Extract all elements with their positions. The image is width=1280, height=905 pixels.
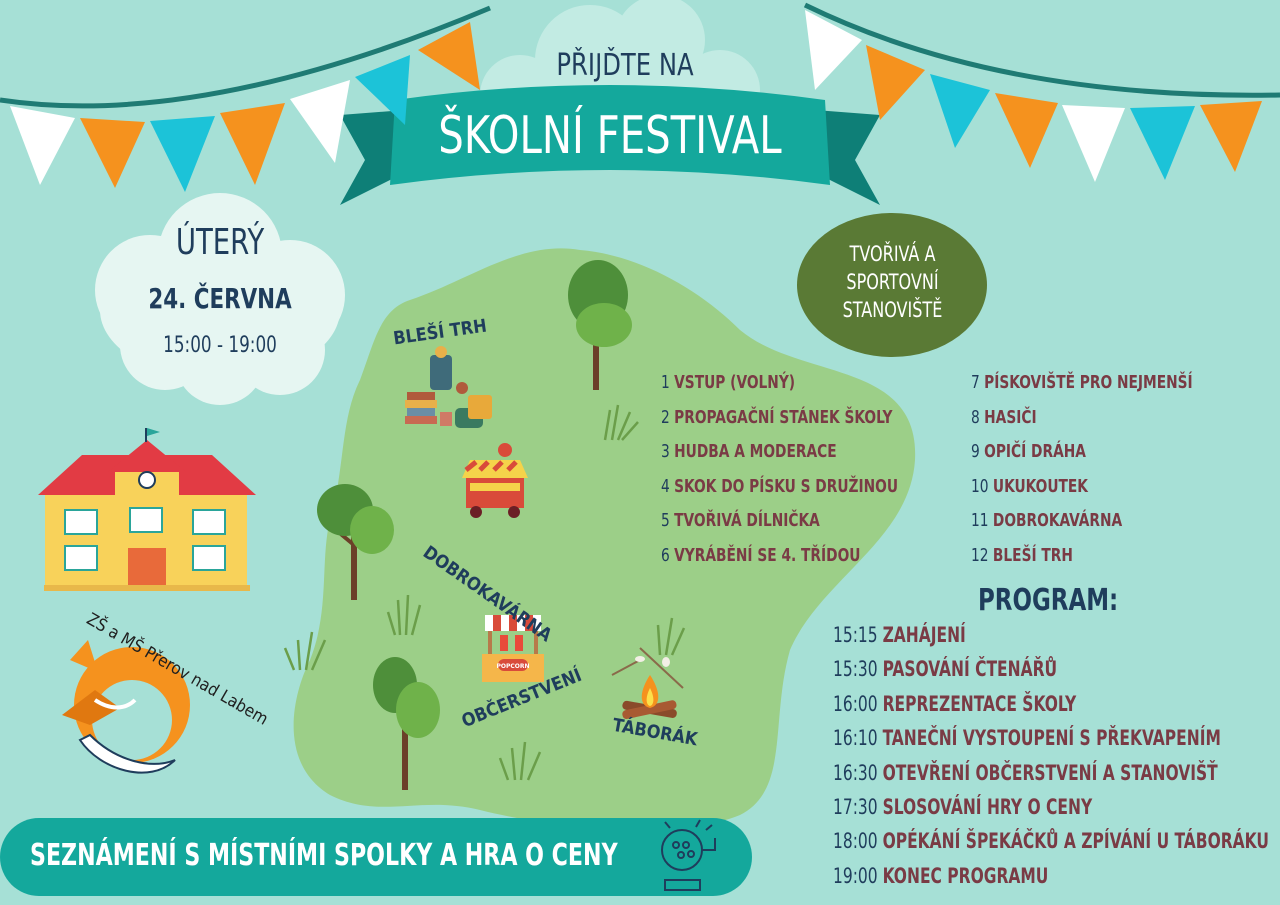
title-ribbon (340, 85, 880, 205)
tree-icon (317, 484, 394, 600)
program-time: 18:00 (833, 829, 878, 854)
program-row: 16:00 REPREZENTACE ŠKOLY (833, 687, 1269, 721)
station-label: DOBROKAVÁRNA (992, 510, 1123, 532)
station-label: PÍSKOVIŠTĚ PRO NEJMENŠÍ (984, 372, 1193, 393)
food-stand-icon (482, 615, 544, 682)
station-number: 3 (661, 441, 670, 463)
station-label: TVOŘIVÁ DÍLNIČKA (674, 510, 820, 532)
station-number: 6 (661, 544, 670, 566)
stations-list-left: 1 VSTUP (VOLNÝ) 2 PROPAGAČNÍ STÁNEK ŠKOL… (661, 366, 898, 574)
program-row: 18:00 OPÉKÁNÍ ŠPEKÁČKŮ A ZPÍVÁNÍ U TÁBOR… (833, 824, 1269, 858)
school-building-icon (38, 428, 256, 591)
program-time: 15:30 (833, 657, 878, 682)
station-number: 5 (661, 510, 670, 532)
bottom-banner (0, 818, 752, 896)
station-label: VYRÁBĚNÍ SE 4. TŘÍDOU (674, 544, 861, 566)
flea-market-icon (405, 346, 492, 428)
program-time: 15:15 (833, 623, 878, 647)
station-number: 7 (971, 372, 980, 393)
program-time: 16:00 (833, 691, 878, 716)
program-event: REPREZENTACE ŠKOLY (882, 691, 1077, 716)
station-number: 12 (971, 544, 989, 566)
station-label: HASIČI (984, 406, 1037, 428)
list-item: 2 PROPAGAČNÍ STÁNEK ŠKOLY (661, 401, 898, 436)
program-event: KONEC PROGRAMU (882, 863, 1049, 888)
grass-icon (283, 404, 686, 781)
program-time: 17:30 (833, 795, 878, 820)
station-number: 8 (971, 406, 980, 428)
program-time: 16:30 (833, 760, 878, 785)
title-small: PŘIJĎTE NA (556, 48, 694, 83)
program-row: 16:10 TANEČNÍ VYSTOUPENÍ S PŘEKVAPENÍM (833, 721, 1269, 755)
program-event: TANEČNÍ VYSTOUPENÍ S PŘEKVAPENÍM (882, 726, 1221, 751)
program-row: 17:30 SLOSOVÁNÍ HRY O CENY (833, 790, 1269, 824)
list-item: 1 VSTUP (VOLNÝ) (661, 366, 898, 401)
program-row: 19:00 KONEC PROGRAMU (833, 859, 1269, 893)
list-item: 3 HUDBA A MODERACE (661, 435, 898, 470)
station-number: 2 (661, 406, 670, 428)
program-row: 16:30 OTEVŘENÍ OBČERSTVENÍ A STANOVIŠŤ (833, 756, 1269, 790)
station-label: UKUKOUTEK (992, 475, 1088, 497)
popcorn-label: POPCORN (496, 663, 529, 670)
date-day: ÚTERÝ (175, 222, 265, 263)
list-item: 12 BLEŠÍ TRH (971, 539, 1193, 574)
station-label: HUDBA A MODERACE (674, 441, 837, 463)
stations-list-right: 7 PÍSKOVIŠTĚ PRO NEJMENŠÍ 8 HASIČI 9 OPI… (971, 366, 1193, 574)
campfire-icon (611, 647, 684, 719)
program-event: OTEVŘENÍ OBČERSTVENÍ A STANOVIŠŤ (882, 760, 1218, 785)
list-item: 8 HASIČI (971, 401, 1193, 436)
program-list: 15:15 ZAHÁJENÍ 15:30 PASOVÁNÍ ČTENÁŘŮ 16… (833, 618, 1269, 893)
bunting-flags-left (0, 5, 491, 192)
fox-logo-icon (62, 640, 190, 774)
stanoviste-line: STANOVIŠTĚ (842, 298, 943, 322)
coffee-cart-icon (462, 443, 528, 518)
stanoviste-line: SPORTOVNÍ (846, 270, 939, 294)
station-number: 1 (661, 372, 670, 393)
time-range: 15:00 - 19:00 (163, 333, 277, 358)
tree-icon (568, 260, 632, 390)
list-item: 5 TVOŘIVÁ DÍLNIČKA (661, 504, 898, 539)
station-label: SKOK DO PÍSKU S DRUŽINOU (674, 475, 899, 497)
program-event: ZAHÁJENÍ (882, 623, 966, 647)
list-item: 4 SKOK DO PÍSKU S DRUŽINOU (661, 470, 898, 505)
program-event: SLOSOVÁNÍ HRY O CENY (882, 795, 1093, 820)
lottery-drum-icon (661, 819, 716, 891)
station-label: OPIČÍ DRÁHA (984, 441, 1086, 463)
station-number: 10 (971, 475, 989, 497)
station-number: 11 (971, 510, 989, 532)
stanoviste-badge (797, 213, 987, 357)
station-number: 4 (661, 475, 670, 497)
station-label: VSTUP (VOLNÝ) (674, 372, 796, 393)
station-number: 9 (971, 441, 980, 463)
list-item: 9 OPIČÍ DRÁHA (971, 435, 1193, 470)
stanoviste-line: TVOŘIVÁ A (849, 242, 936, 266)
program-event: PASOVÁNÍ ČTENÁŘŮ (882, 657, 1058, 682)
bunting-flags-right (803, 2, 1280, 182)
station-label: PROPAGAČNÍ STÁNEK ŠKOLY (674, 406, 893, 428)
program-row: 15:15 ZAHÁJENÍ (833, 618, 1269, 652)
program-title: PROGRAM: (978, 583, 1119, 618)
map-area (293, 248, 916, 830)
date-cloud (95, 193, 345, 405)
list-item: 10 UKUKOUTEK (971, 470, 1193, 505)
bottom-banner-text: SEZNÁMENÍ S MÍSTNÍMI SPOLKY A HRA O CENY (30, 838, 618, 873)
program-time: 16:10 (833, 726, 878, 751)
list-item: 11 DOBROKAVÁRNA (971, 504, 1193, 539)
program-event: OPÉKÁNÍ ŠPEKÁČKŮ A ZPÍVÁNÍ U TÁBORÁKU (882, 829, 1269, 854)
list-item: 6 VYRÁBĚNÍ SE 4. TŘÍDOU (661, 539, 898, 574)
page-title: ŠKOLNÍ FESTIVAL (438, 106, 782, 166)
station-label: BLEŠÍ TRH (992, 544, 1073, 566)
program-row: 15:30 PASOVÁNÍ ČTENÁŘŮ (833, 652, 1269, 686)
stanoviste-text: TVOŘIVÁ A SPORTOVNÍ STANOVIŠTĚ (814, 240, 971, 324)
tree-icon (373, 657, 440, 790)
date-value: 24. ČERVNA (148, 282, 292, 315)
list-item: 7 PÍSKOVIŠTĚ PRO NEJMENŠÍ (971, 366, 1193, 401)
program-time: 19:00 (833, 863, 878, 888)
